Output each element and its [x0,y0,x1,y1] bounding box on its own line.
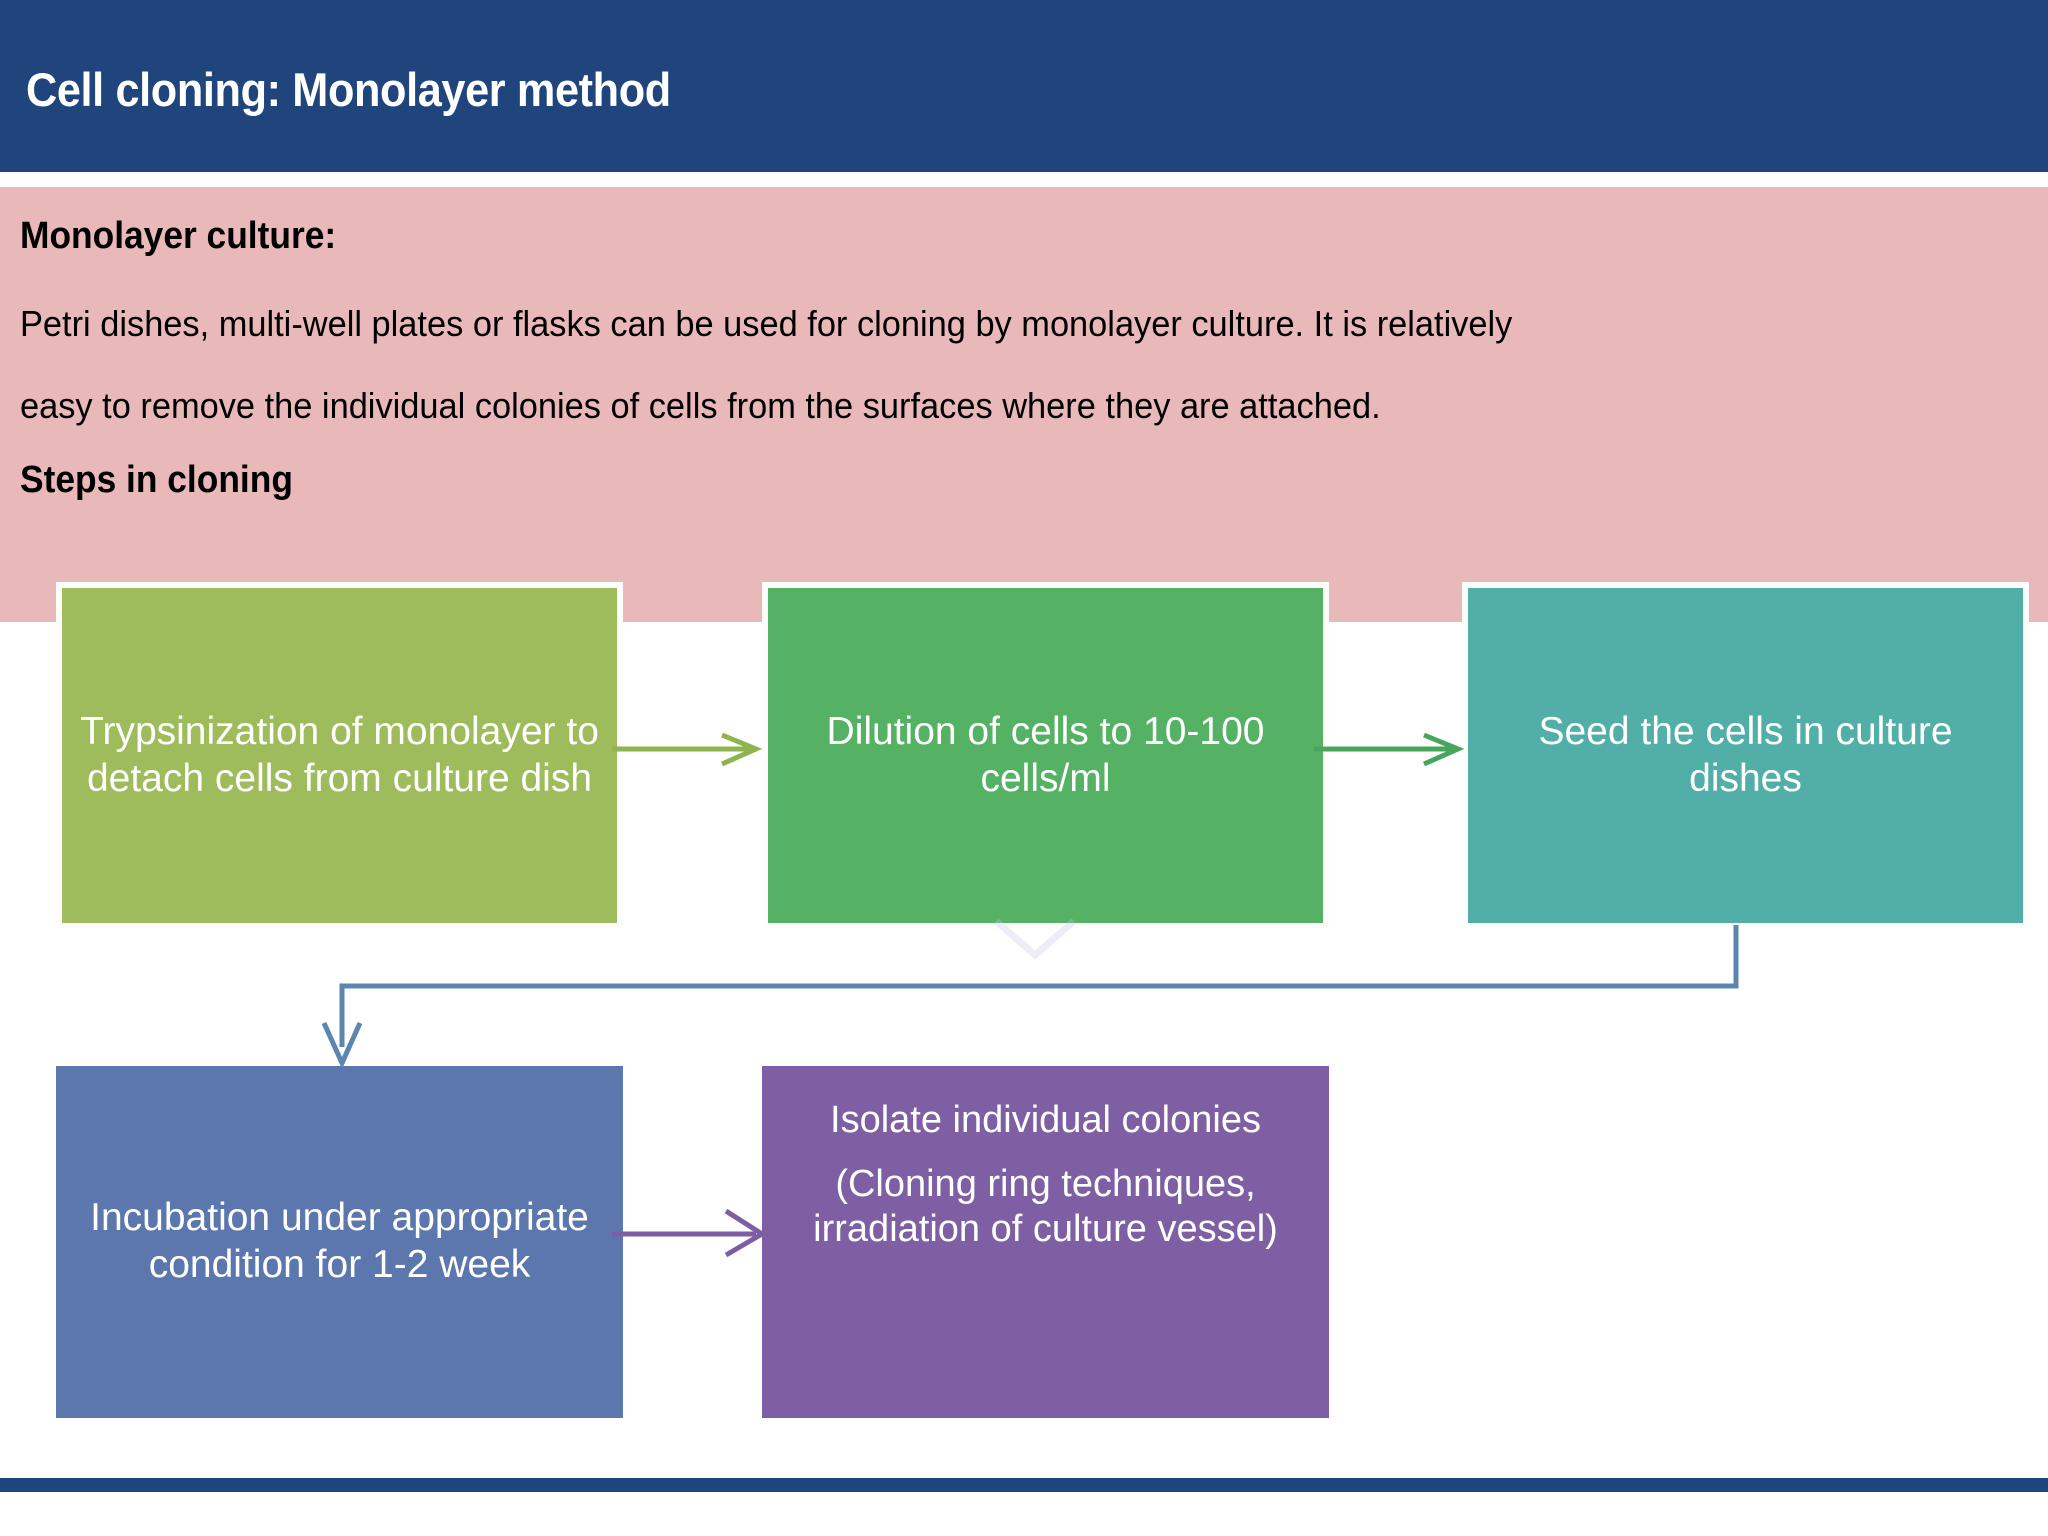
arrow-incubation-to-isolate-colonies [612,1208,767,1258]
body-panel [0,187,2048,622]
elbow-connector-seed-cells-to-incubation [321,925,1739,1070]
page-title: Cell cloning: Monolayer method [26,63,671,116]
slide-header-band [0,0,2048,172]
arrow-trypsinization-to-dilution [612,732,763,767]
flow-box-isolate-colonies-label: Isolate individual colonies [830,1099,1261,1141]
flow-box-incubation-label: Incubation under appropriate condition f… [90,1196,589,1286]
flow-box-dilution[interactable]: Dilution of cells to 10-100 cells/ml [762,582,1329,929]
subheading-monolayer-culture: Monolayer culture: [20,215,337,257]
flow-box-isolate-colonies[interactable]: Isolate individual colonies (Cloning rin… [762,1066,1329,1418]
intro-paragraph: Petri dishes, multi-well plates or flask… [20,283,2036,447]
chevron-down-icon [993,918,1077,960]
flow-box-trypsinization[interactable]: Trypsinization of monolayer to detach ce… [56,582,623,929]
arrow-dilution-to-seed-cells [1314,732,1465,767]
flow-box-incubation[interactable]: Incubation under appropriate condition f… [56,1066,623,1418]
flow-box-dilution-label: Dilution of cells to 10-100 cells/ml [826,709,1265,800]
subheading-steps-in-cloning: Steps in cloning [20,459,293,501]
flow-box-trypsinization-label: Trypsinization of monolayer to detach ce… [80,709,599,800]
flow-box-seed-cells[interactable]: Seed the cells in culture dishes [1462,582,2029,929]
body-text-layer: Monolayer culture: Petri dishes, multi-w… [0,187,2048,622]
paragraph-line-1: Petri dishes, multi-well plates or flask… [20,303,1513,344]
flow-box-seed-cells-label: Seed the cells in culture dishes [1538,709,1953,800]
bottom-rule [0,1478,2048,1492]
paragraph-line-2: easy to remove the individual colonies o… [20,385,1381,426]
flow-box-isolate-colonies-sublabel: (Cloning ring techniques, irradiation of… [813,1162,1278,1251]
